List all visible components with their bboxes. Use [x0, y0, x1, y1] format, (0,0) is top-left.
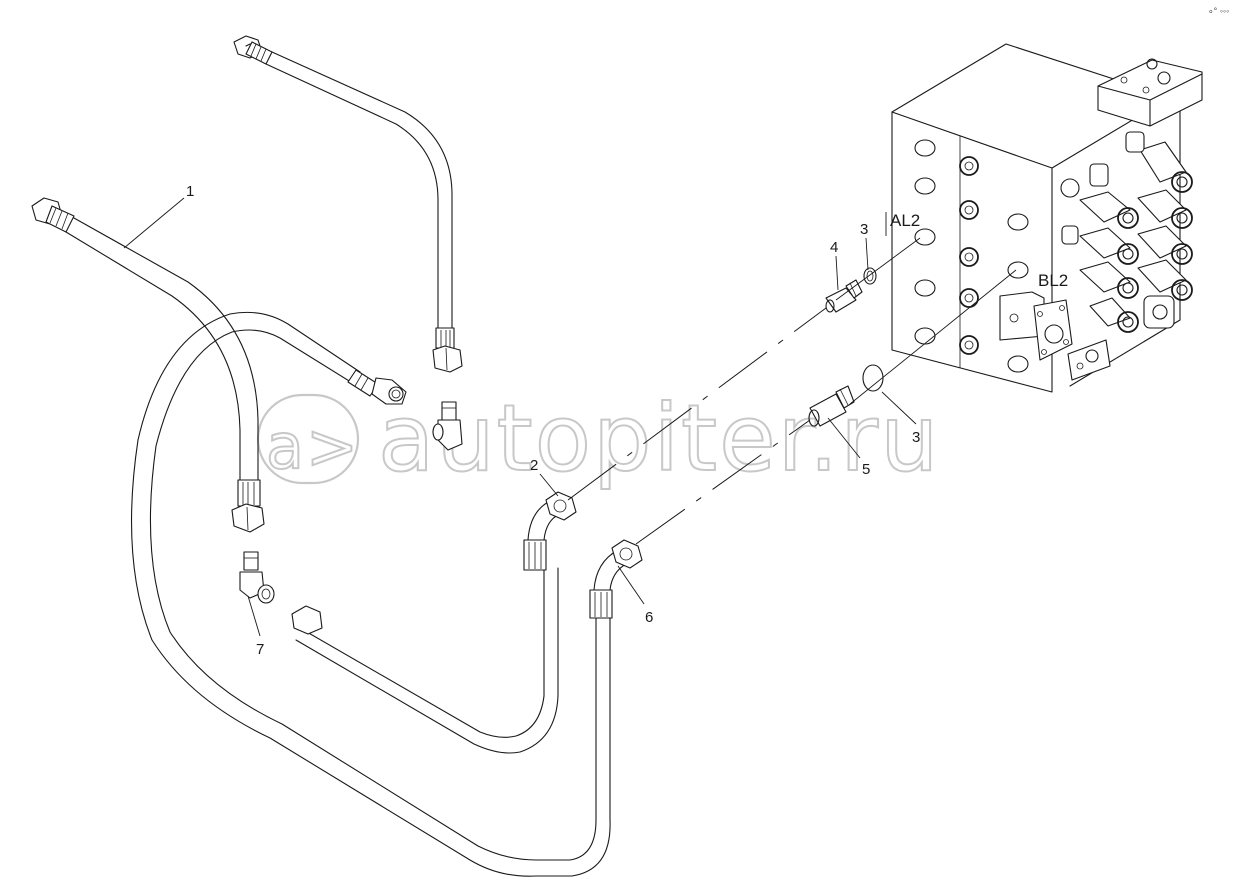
ferrule-icon — [245, 41, 273, 65]
loop-hose — [131, 311, 611, 877]
fitting-stem-icon — [243, 551, 259, 571]
callout-1: 1 — [186, 183, 194, 200]
upper-hose — [233, 35, 463, 373]
hex-nut-icon — [545, 491, 577, 521]
solenoid-valves — [1060, 131, 1193, 333]
o-ring-3-al2 — [863, 267, 877, 285]
o-ring-3-bl2 — [862, 364, 884, 392]
fitting-stem-icon — [441, 401, 457, 421]
fitting-4 — [825, 279, 863, 313]
control-valve-block — [891, 43, 1203, 393]
port-label-al2: AL2 — [890, 211, 920, 230]
ferrule-icon — [435, 327, 455, 349]
port-label-bl2: BL2 — [1038, 271, 1068, 290]
hex-nut-icon — [611, 539, 643, 569]
assembly-lines — [567, 237, 1017, 545]
callout-3-al2: 3 — [860, 221, 868, 238]
plugs-middle-column — [959, 156, 979, 355]
top-cap-block — [1097, 59, 1203, 127]
callout-4: 4 — [830, 239, 838, 256]
callout-5: 5 — [862, 461, 870, 478]
callouts: 1 2 3 3 4 5 6 7 AL2 BL2 — [123, 183, 1068, 658]
flange-blocks — [999, 291, 1111, 381]
elbow-fitting-upper — [432, 401, 463, 451]
hose-6 — [589, 539, 643, 619]
fitting-7 — [239, 551, 275, 604]
watermark-text: autopiter.ru — [378, 385, 940, 492]
corner-mark: ∘° ◦◦◦ — [1208, 6, 1229, 16]
ports-left-column — [914, 139, 936, 345]
port-al2 — [914, 228, 936, 246]
hose-1 — [31, 197, 265, 533]
callout-2: 2 — [530, 457, 538, 474]
hex-nut-icon — [432, 345, 463, 373]
hose-2 — [291, 491, 577, 754]
hex-nut-icon — [231, 503, 265, 533]
callout-7: 7 — [256, 641, 264, 658]
fitting-5 — [808, 385, 855, 427]
callout-3-bl2: 3 — [912, 429, 920, 446]
ferrule-icon — [237, 479, 261, 507]
ferrule-icon — [45, 205, 75, 233]
hex-nut-icon — [291, 605, 323, 635]
ferrule-icon — [347, 369, 379, 397]
callout-6: 6 — [645, 609, 653, 626]
watermark-logo-glyph: a> — [266, 410, 360, 483]
port-bl2 — [1007, 261, 1029, 279]
